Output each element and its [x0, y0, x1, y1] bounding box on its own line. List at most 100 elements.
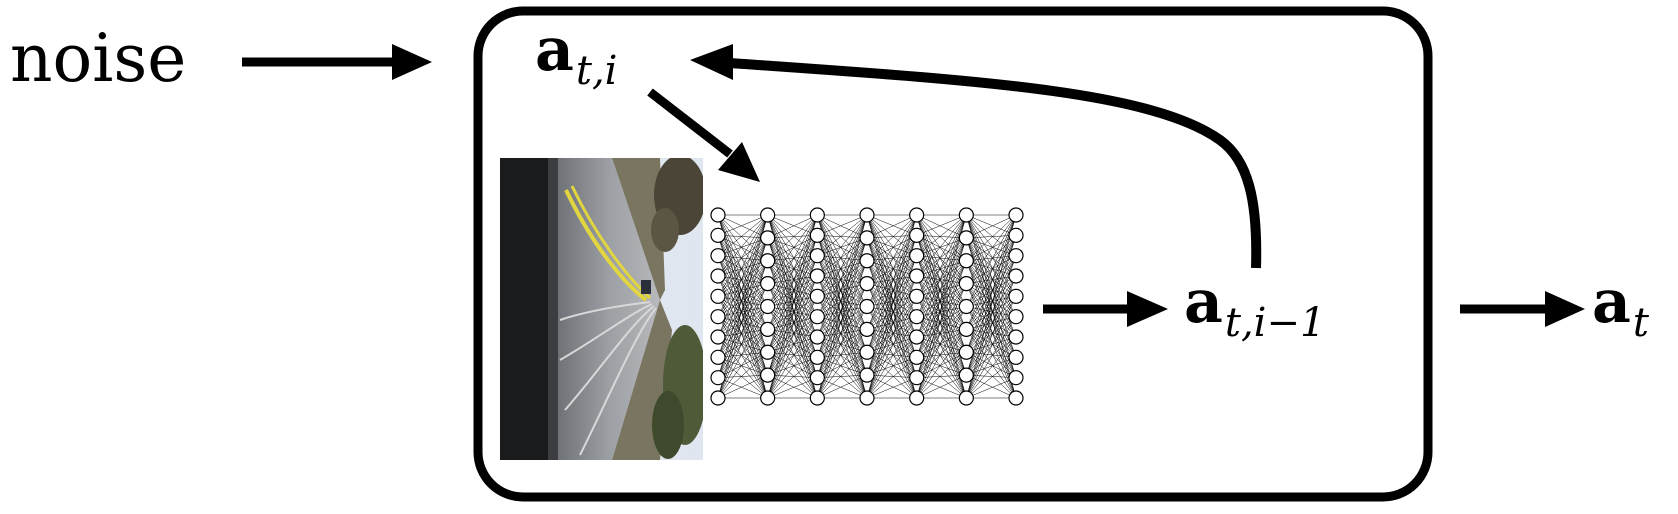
network-connection [966, 283, 1017, 378]
network-connection [817, 214, 868, 330]
network-connection [767, 235, 818, 330]
network-neuron [710, 329, 726, 345]
network-output-arrow [1043, 291, 1168, 327]
network-connection [717, 214, 768, 277]
network-connection [916, 237, 967, 358]
network-neuron [809, 227, 825, 243]
network-connection [916, 214, 967, 284]
network-connection [767, 283, 818, 338]
network-connection [817, 357, 868, 399]
network-connection [966, 316, 1017, 353]
network-neuron [859, 344, 875, 360]
network-connection [866, 275, 917, 376]
network-connection [767, 214, 818, 284]
network-connection [916, 283, 967, 317]
network-connection [817, 316, 868, 353]
network-connection [866, 235, 917, 307]
network-connection [866, 214, 917, 330]
network-connection [916, 260, 967, 399]
network-connection [966, 329, 1017, 378]
network-connection [767, 357, 818, 376]
network-connection [817, 283, 868, 358]
network-connection [866, 352, 917, 378]
network-connection [916, 235, 967, 239]
network-connection [866, 316, 917, 330]
network-connection [966, 275, 1017, 307]
final-output-label: at [1592, 272, 1649, 343]
network-connection [916, 255, 967, 399]
network-connection [966, 336, 1017, 399]
network-connection [717, 275, 768, 353]
network-connection [966, 237, 1017, 338]
network-connection [866, 214, 917, 297]
network-connection [717, 214, 768, 399]
network-neuron [909, 349, 925, 365]
network-connection [767, 329, 818, 338]
network-connection [817, 283, 868, 338]
network-connection [817, 214, 868, 338]
network-connection [767, 260, 818, 338]
network-connection [966, 329, 1017, 399]
network-connection [767, 214, 818, 256]
network-connection [717, 275, 768, 330]
network-connection [916, 283, 967, 399]
network-connection [717, 352, 768, 358]
network-connection [717, 260, 768, 399]
network-connection [916, 214, 967, 376]
network-neuron [710, 207, 726, 223]
network-connection [817, 283, 868, 378]
network-connection [966, 296, 1017, 330]
network-neuron [760, 321, 776, 337]
network-connection [916, 306, 967, 338]
network-neuron [760, 253, 776, 269]
network-connection [767, 329, 818, 399]
neural-network [710, 207, 1024, 406]
network-connection [717, 214, 768, 376]
network-connection [767, 214, 818, 376]
network-connection [767, 237, 818, 277]
network-neuron [859, 230, 875, 246]
network-connection [866, 283, 917, 358]
network-connection [717, 316, 768, 376]
network-connection [966, 237, 1017, 317]
network-neuron [760, 390, 776, 406]
network-connection [866, 275, 917, 284]
network-connection [966, 235, 1017, 399]
network-connection [916, 214, 967, 261]
network-connection [717, 316, 768, 399]
camera-image [500, 158, 703, 460]
network-connection [767, 306, 818, 358]
network-connection [817, 377, 868, 399]
network-connection [767, 255, 818, 353]
network-connection [767, 255, 818, 399]
network-connection [767, 275, 818, 353]
network-connection [966, 336, 1017, 353]
network-connection [916, 237, 967, 338]
network-connection [966, 237, 1017, 297]
network-connection [866, 296, 917, 399]
network-connection [817, 255, 868, 261]
network-connection [817, 237, 868, 297]
network-connection [817, 214, 868, 297]
network-connection [817, 329, 868, 358]
network-neuron [909, 309, 925, 325]
network-connection [767, 306, 818, 378]
network-connection [916, 214, 967, 277]
network-connection [767, 214, 818, 317]
network-connection [817, 235, 868, 399]
network-connection [866, 214, 917, 378]
network-connection [767, 237, 818, 358]
network-connection [916, 374, 967, 399]
network-connection [866, 329, 917, 399]
network-connection [717, 275, 768, 399]
network-connection [966, 214, 1017, 239]
network-connection [717, 235, 768, 261]
network-connection [966, 235, 1017, 307]
network-connection [717, 329, 768, 358]
network-connection [817, 255, 868, 399]
network-connection [966, 235, 1017, 330]
network-connection [966, 255, 1017, 376]
network-connection [916, 374, 967, 378]
network-connection [966, 275, 1017, 399]
network-connection [916, 237, 967, 399]
